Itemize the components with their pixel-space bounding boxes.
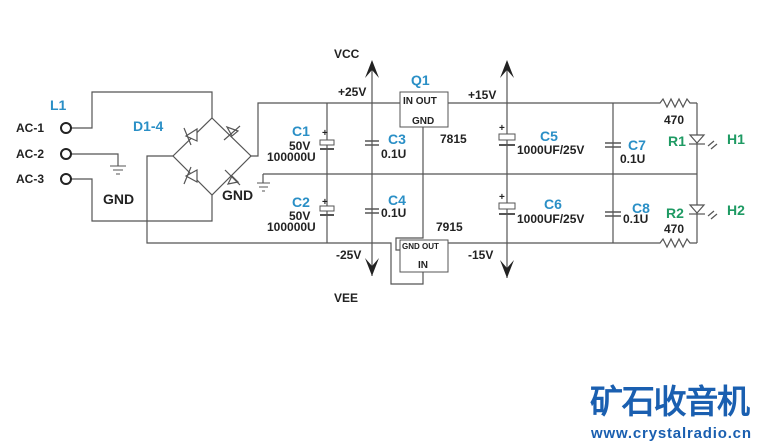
pos15-label: +15V [468,88,496,102]
diode-icon [183,127,198,146]
c3-value: 0.1U [381,147,406,161]
pos25-label: +25V [338,85,366,99]
c7-name: C7 [628,137,646,153]
q1-pins-top: IN OUT [403,96,437,107]
bridge-rectifier [172,117,252,196]
regulator-q1 [399,91,449,128]
terminal-group-label: L1 [50,97,67,113]
c2-value: 100000U [267,220,316,234]
resistor-r1-icon [655,97,697,109]
capacitor-icons [319,133,621,217]
q2-pins-top: GND OUT [402,242,439,251]
arrow-icons [365,60,514,278]
c6-polarity: + [499,192,505,203]
c8-value: 0.1U [623,212,648,226]
terminal-ac2-label: AC-2 [16,147,44,161]
terminal-ac3-label: AC-3 [16,172,44,186]
diode-icon [183,166,198,185]
terminal-ac1-label: AC-1 [16,121,44,135]
watermark-url: www.crystalradio.cn [590,425,751,442]
h1-name: H1 [727,131,745,147]
q2-part: 7915 [436,220,463,234]
vcc-label: VCC [334,47,360,61]
diode-icon [223,125,241,141]
c3-name: C3 [388,131,406,147]
vee-label: VEE [334,291,358,305]
resistor-r2-icon [655,237,697,249]
c2-name: C2 [292,194,310,210]
led-h2-icon [688,204,718,220]
terminal-circles [60,122,72,185]
q2-pin-bottom: IN [418,260,428,271]
wires [71,62,698,285]
diode-icon [224,169,241,186]
watermark-title: 矿石收音机 [590,382,750,421]
r2-value: 470 [664,222,684,236]
bridge-gnd-label: GND [222,187,253,203]
c8-name: C8 [632,200,650,216]
neg25-label: -25V [336,248,361,262]
gnd-label: GND [103,191,134,207]
q1-part: 7815 [440,132,467,146]
bridge-label: D1-4 [133,118,164,134]
c7-value: 0.1U [620,152,645,166]
c5-value: 1000UF/25V [517,143,584,157]
h2-name: H2 [727,202,745,218]
c4-value: 0.1U [381,206,406,220]
q1-pin-bottom: GND [412,116,434,127]
c1-value: 100000U [267,150,316,164]
c2-voltage: 50V [289,209,310,223]
regulator-q2 [399,239,449,273]
c5-polarity: + [499,123,505,134]
r1-value: 470 [664,113,684,127]
q1-name: Q1 [411,72,430,88]
c1-name: C1 [292,123,310,139]
c6-name: C6 [544,196,562,212]
c4-name: C4 [388,192,406,208]
neg15-label: -15V [468,248,493,262]
led-h1-icon [688,134,718,150]
r1-name: R1 [668,133,686,149]
c5-name: C5 [540,128,558,144]
r2-name: R2 [666,205,684,221]
c1-voltage: 50V [289,139,310,153]
c6-value: 1000UF/25V [517,212,584,226]
c1-polarity: + [322,128,328,139]
c2-polarity: + [322,197,328,208]
ground-icon [110,165,270,192]
